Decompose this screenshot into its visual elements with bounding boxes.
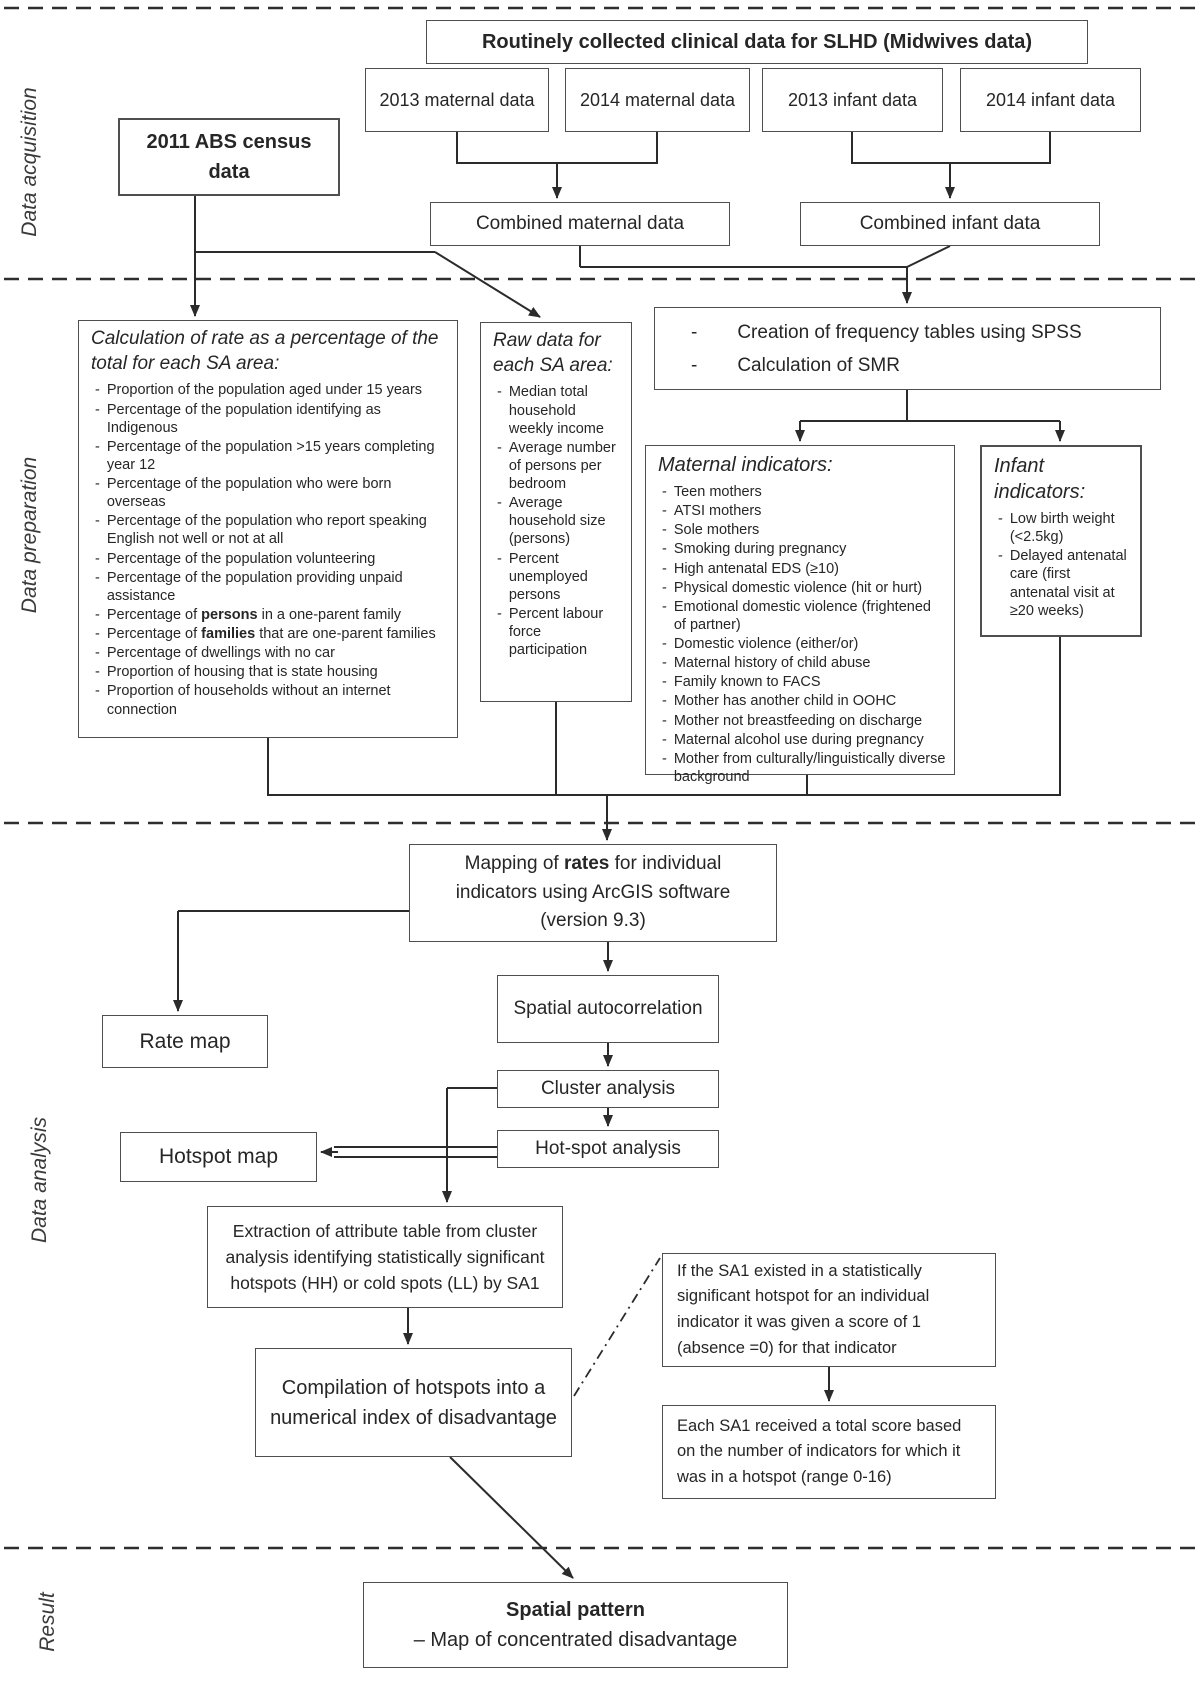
list-item: -Low birth weight (<2.5kg) — [998, 511, 1115, 546]
list-item: -Calculation of SMR — [691, 355, 900, 377]
maternal-indicators-title: Maternal indicators: — [658, 454, 833, 476]
list-item: -Mother has another child in OOHC — [662, 693, 897, 710]
list-item: -Domestic violence (either/or) — [662, 636, 859, 652]
box-spatial-autocorrelation: Spatial autocorrelation — [497, 975, 719, 1043]
box-raw-data: Raw data for each SA area: -Median total… — [480, 322, 632, 702]
list-item: -Percentage of dwellings with no car — [95, 645, 335, 662]
list-item: -Percentage of persons in a one-parent f… — [95, 606, 402, 623]
list-item: -Sole mothers — [662, 522, 760, 539]
phase-label-data-preparation: Data preparation — [18, 456, 41, 614]
list-item: -Median total household weekly income — [497, 384, 604, 437]
result-subtitle: – Map of concentrated disadvantage — [413, 1629, 738, 1651]
raw-data-items: -Median total household weekly income-Av… — [481, 380, 631, 666]
box-mapping-of-rates: Mapping of rates for individual indicato… — [409, 844, 777, 942]
list-item: -Emotional domestic violence (frightened… — [662, 598, 931, 633]
list-item: -Percentage of the population volunteeri… — [95, 550, 376, 567]
list-item: -Average household size (persons) — [497, 495, 606, 548]
raw-data-title: Raw data for each SA area: — [493, 330, 613, 376]
box-2013-infant-data: 2013 infant data — [762, 68, 943, 132]
box-2014-infant-data: 2014 infant data — [960, 68, 1141, 132]
list-item: -Average number of persons per bedroom — [497, 439, 616, 492]
box-if-sa1-score: If the SA1 existed in a statistically si… — [662, 1253, 996, 1367]
list-item: -Percentage of families that are one-par… — [95, 626, 436, 642]
list-item: -Physical domestic violence (hit or hurt… — [662, 579, 923, 596]
box-2011-abs-census-data: 2011 ABS census data — [118, 118, 340, 196]
list-item: -Percentage of the population who were b… — [95, 476, 392, 511]
box-hotspot-map: Hotspot map — [120, 1132, 317, 1182]
box-maternal-indicators: Maternal indicators: -Teen mothers -ATSI … — [645, 445, 955, 785]
list-item: -Percent labour force participation — [497, 605, 604, 659]
maternal-indicators-items: -Teen mothers -ATSI mothers -Sole mothers -… — [646, 480, 954, 793]
box-routinely-collected-title: Routinely collected clinical data for SL… — [426, 20, 1088, 64]
box-extraction-attribute-table: Extraction of attribute table from clust… — [207, 1206, 563, 1308]
box-hotspot-analysis: Hot-spot analysis — [497, 1130, 719, 1168]
list-item: -Maternal history of child abuse — [662, 655, 871, 672]
list-item: -ATSI mothers — [662, 503, 762, 520]
list-item: -Mother from culturally/linguistically d… — [662, 750, 946, 785]
spss-items: -Creation of frequency tables using SPSS… — [655, 308, 1160, 389]
list-item: -Proportion of housing that is state hou… — [95, 664, 378, 681]
result-title: Spatial pattern — [506, 1599, 645, 1621]
list-item: -Proportion of households without an int… — [95, 683, 391, 718]
list-item: -Smoking during pregnancy — [662, 541, 847, 558]
box-spatial-pattern-result: Spatial pattern – Map of concentrated di… — [363, 1582, 788, 1668]
list-item: -Maternal alcohol use during pregnancy — [662, 731, 924, 748]
phase-label-data-analysis: Data analysis — [28, 1116, 51, 1244]
list-item: -Proportion of the population aged under… — [95, 382, 423, 399]
box-combined-maternal-data: Combined maternal data — [430, 202, 730, 246]
list-item: -Percent unemployed persons — [497, 550, 588, 603]
section-divider-dashed-lines — [4, 6, 1196, 1550]
list-item: -Mother not breastfeeding on discharge — [662, 712, 923, 729]
box-each-sa1-total-score: Each SA1 received a total score based on… — [662, 1405, 996, 1499]
box-cluster-analysis: Cluster analysis — [497, 1070, 719, 1108]
list-item: -Percentage of the population >15 years … — [95, 438, 435, 473]
list-item: -Teen mothers — [662, 484, 762, 500]
list-item: -Percentage of the population who report… — [95, 513, 427, 548]
box-infant-indicators: Infant indicators: -Low birth weight (<2… — [980, 445, 1142, 637]
phase-label-data-acquisition: Data acquisition — [18, 87, 41, 237]
box-compilation-hotspots-index: Compilation of hotspots into a numerical… — [255, 1348, 572, 1457]
list-item: -Creation of frequency tables using SPSS — [691, 322, 1082, 343]
box-2014-maternal-data: 2014 maternal data — [565, 68, 750, 132]
list-item: -Delayed antenatal care (first antenatal… — [998, 548, 1127, 619]
list-item: -Percentage of the population identifyin… — [95, 401, 381, 436]
box-combined-infant-data: Combined infant data — [800, 202, 1100, 246]
infant-indicators-title: Infant indicators: — [994, 455, 1086, 503]
box-2013-maternal-data: 2013 maternal data — [365, 68, 549, 132]
calculation-title: Calculation of rate as a percentage of t… — [91, 328, 439, 374]
list-item: -Family known to FACS — [662, 674, 821, 691]
box-calculation-of-rates: Calculation of rate as a percentage of t… — [78, 320, 458, 738]
list-item: -Percentage of the population providing … — [95, 569, 403, 604]
list-item: -High antenatal EDS (≥10) — [662, 560, 839, 577]
infant-indicators-items: -Low birth weight (<2.5kg)-Delayed anten… — [982, 507, 1140, 627]
phase-label-result: Result — [36, 1592, 59, 1652]
box-spss-frequency-smr: -Creation of frequency tables using SPSS… — [654, 307, 1161, 390]
box-rate-map: Rate map — [102, 1015, 268, 1068]
calculation-items: -Proportion of the population aged under… — [79, 378, 457, 725]
